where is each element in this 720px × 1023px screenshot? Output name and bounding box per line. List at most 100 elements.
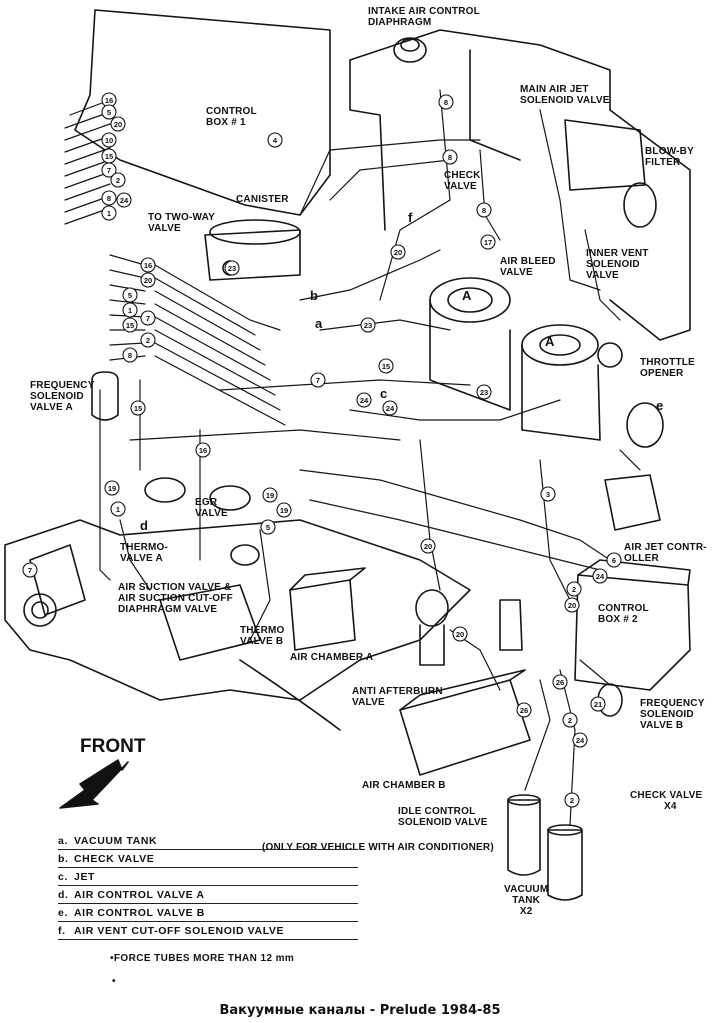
svg-text:8: 8 bbox=[107, 194, 111, 203]
svg-text:20: 20 bbox=[424, 542, 432, 551]
egr-valve-shape bbox=[144, 477, 186, 503]
front-label: FRONT bbox=[80, 736, 146, 757]
label-air-chamber-b: AIR CHAMBER B bbox=[362, 780, 446, 791]
legend-item: f.AIR VENT CUT-OFF SOLENOID VALVE bbox=[58, 924, 358, 940]
svg-text:2: 2 bbox=[146, 336, 150, 345]
svg-text:19: 19 bbox=[266, 491, 274, 500]
legend-item: c.JET bbox=[58, 870, 358, 886]
label-air-chamber-a: AIR CHAMBER A bbox=[290, 652, 374, 663]
svg-text:24: 24 bbox=[120, 196, 129, 205]
letter-e: e bbox=[656, 398, 663, 413]
svg-text:15: 15 bbox=[126, 321, 134, 330]
svg-text:17: 17 bbox=[484, 238, 492, 247]
label-idle-control-solenoid-valve: IDLE CONTROL SOLENOID VALVE bbox=[398, 806, 488, 828]
letter-d: d bbox=[140, 518, 148, 533]
svg-text:23: 23 bbox=[364, 321, 372, 330]
legend: a.VACUUM TANK b.CHECK VALVE c.JET d.AIR … bbox=[58, 834, 358, 942]
intake-diaphragm-shape bbox=[393, 37, 427, 63]
label-thermo-valve-a: THERMO- VALVE A bbox=[120, 542, 169, 564]
letter-A1: A bbox=[462, 288, 472, 303]
label-frequency-solenoid-valve-b: FREQUENCY SOLENOID VALVE B bbox=[640, 698, 705, 731]
label-check-valve-x4: CHECK VALVE X4 bbox=[630, 790, 703, 812]
svg-text:8: 8 bbox=[444, 98, 448, 107]
svg-text:26: 26 bbox=[556, 678, 564, 687]
legend-item: d.AIR CONTROL VALVE A bbox=[58, 888, 358, 904]
label-egr-valve: EGR VALVE bbox=[195, 497, 228, 519]
letter-b: b bbox=[310, 288, 318, 303]
svg-text:6: 6 bbox=[612, 556, 616, 565]
svg-text:23: 23 bbox=[228, 264, 236, 273]
control-box-2-outline bbox=[574, 574, 691, 691]
svg-text:2: 2 bbox=[572, 585, 576, 594]
vacuum-tank-2-shape bbox=[547, 829, 583, 901]
letter-A2: A bbox=[545, 334, 555, 349]
label-check-valve-top: CHECK VALVE bbox=[444, 170, 481, 192]
svg-text:8: 8 bbox=[128, 351, 132, 360]
svg-text:16: 16 bbox=[105, 96, 113, 105]
svg-text:8: 8 bbox=[482, 206, 486, 215]
svg-text:20: 20 bbox=[568, 601, 576, 610]
svg-text:24: 24 bbox=[576, 736, 585, 745]
svg-text:7: 7 bbox=[316, 376, 320, 385]
label-control-box-1: CONTROL BOX # 1 bbox=[206, 106, 257, 128]
svg-text:2: 2 bbox=[570, 796, 574, 805]
svg-text:5: 5 bbox=[107, 108, 111, 117]
svg-text:4: 4 bbox=[273, 136, 278, 145]
svg-text:15: 15 bbox=[134, 404, 142, 413]
svg-text:15: 15 bbox=[105, 152, 113, 161]
letter-a: a bbox=[315, 316, 323, 331]
legend-item: b.CHECK VALVE bbox=[58, 852, 358, 868]
canister-shape bbox=[204, 229, 301, 281]
letter-f: f bbox=[408, 210, 413, 225]
svg-text:8: 8 bbox=[448, 153, 452, 162]
svg-text:20: 20 bbox=[394, 248, 402, 257]
svg-text:24: 24 bbox=[386, 404, 395, 413]
svg-text:1: 1 bbox=[116, 505, 120, 514]
legend-item: a.VACUUM TANK bbox=[58, 834, 358, 850]
air-chamber-b-shape bbox=[399, 679, 531, 776]
svg-text:19: 19 bbox=[280, 506, 288, 515]
svg-text:20: 20 bbox=[456, 630, 464, 639]
svg-text:5: 5 bbox=[266, 523, 270, 532]
engine-block-outline bbox=[4, 519, 471, 701]
svg-text:1: 1 bbox=[128, 306, 132, 315]
bullet-mark: • bbox=[112, 976, 116, 987]
svg-text:20: 20 bbox=[144, 276, 152, 285]
svg-text:21: 21 bbox=[594, 700, 602, 709]
label-thermo-valve-b: THERMO VALVE B bbox=[240, 625, 285, 647]
svg-text:10: 10 bbox=[105, 136, 113, 145]
svg-text:7: 7 bbox=[28, 566, 32, 575]
svg-text:5: 5 bbox=[128, 291, 132, 300]
label-inner-vent-solenoid-valve: INNER VENT SOLENOID VALVE bbox=[586, 248, 649, 281]
front-arrow-icon bbox=[59, 759, 129, 809]
force-tubes-note: •FORCE TUBES MORE THAN 12 mm bbox=[110, 953, 295, 964]
label-canister: CANISTER bbox=[236, 194, 289, 205]
svg-text:23: 23 bbox=[480, 388, 488, 397]
label-anti-afterburn-valve: ANTI AFTERBURN VALVE bbox=[352, 686, 443, 708]
label-throttle-opener: THROTTLE OPENER bbox=[640, 357, 695, 379]
svg-text:19: 19 bbox=[108, 484, 116, 493]
svg-text:20: 20 bbox=[114, 120, 122, 129]
svg-text:3: 3 bbox=[546, 490, 550, 499]
svg-text:24: 24 bbox=[360, 396, 369, 405]
label-air-bleed-valve: AIR BLEED VALVE bbox=[500, 256, 556, 278]
vacuum-tank-1-shape bbox=[507, 799, 541, 876]
svg-text:7: 7 bbox=[107, 166, 111, 175]
label-frequency-solenoid-valve-a: FREQUENCY SOLENOID VALVE A bbox=[30, 380, 95, 413]
label-control-box-2: CONTROL BOX # 2 bbox=[598, 603, 649, 625]
anti-afterburn-shape bbox=[415, 589, 449, 627]
svg-text:16: 16 bbox=[144, 261, 152, 270]
label-intake-air-control-diaphragm: INTAKE AIR CONTROL DIAPHRAGM bbox=[368, 6, 480, 28]
svg-text:26: 26 bbox=[520, 706, 528, 715]
legend-item: e.AIR CONTROL VALVE B bbox=[58, 906, 358, 922]
label-main-air-jet-solenoid-valve: MAIN AIR JET SOLENOID VALVE bbox=[520, 84, 610, 106]
label-air-jet-controller: AIR JET CONTR- OLLER bbox=[624, 542, 707, 564]
svg-text:15: 15 bbox=[382, 362, 390, 371]
frequency-solenoid-a-shape bbox=[91, 371, 119, 421]
only-for-vehicle-note: (ONLY FOR VEHICLE WITH AIR CONDITIONER) bbox=[262, 842, 494, 853]
air-chamber-a-shape bbox=[289, 579, 356, 651]
svg-text:24: 24 bbox=[596, 572, 605, 581]
label-blow-by-filter: BLOW-BY FILTER bbox=[645, 146, 694, 168]
svg-text:16: 16 bbox=[199, 446, 207, 455]
